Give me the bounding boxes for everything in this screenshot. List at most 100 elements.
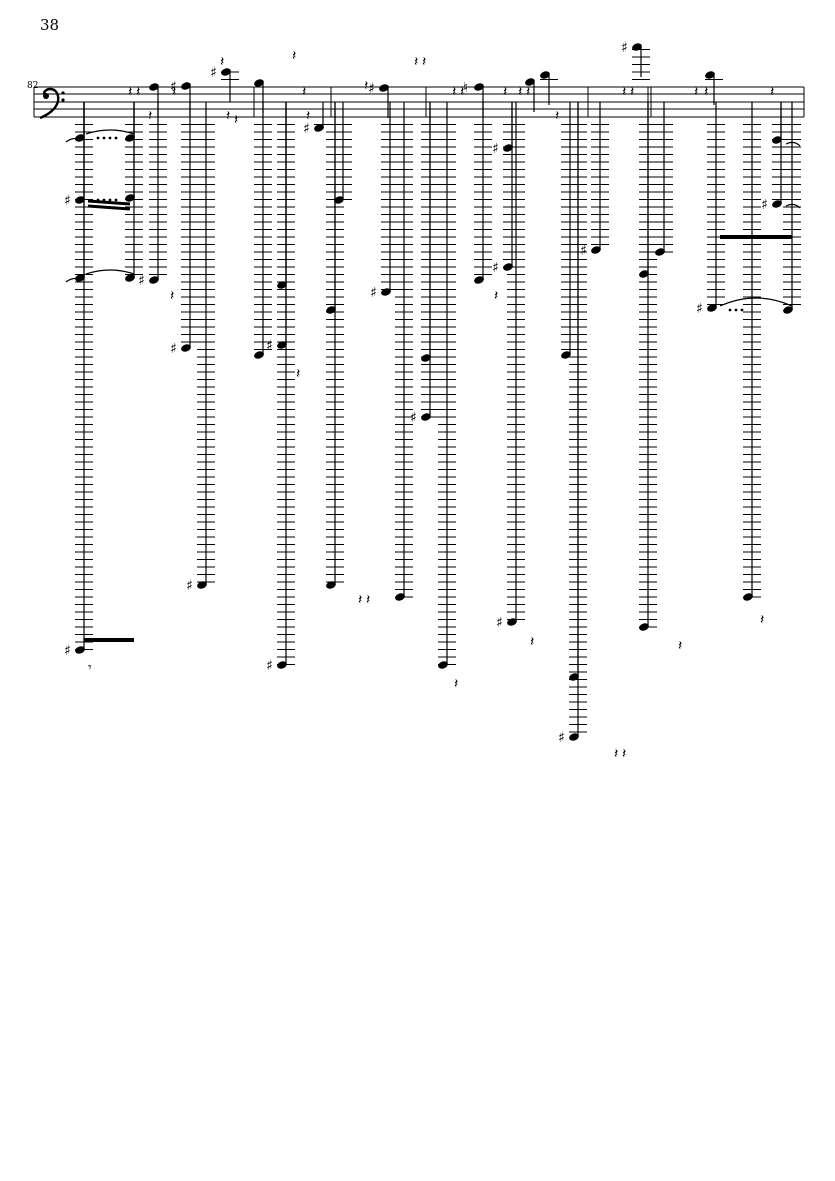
sharp-icon: ♯ xyxy=(170,79,177,95)
notehead xyxy=(381,288,391,296)
notehead xyxy=(277,281,287,289)
sharp-icon: ♯ xyxy=(496,615,503,631)
quarter-rest-icon: 𝄽 xyxy=(128,84,132,100)
notehead xyxy=(632,43,642,51)
note xyxy=(125,102,143,282)
note xyxy=(705,71,723,105)
quarter-rest-icon: 𝄽 xyxy=(770,84,774,100)
note xyxy=(561,102,579,359)
quarter-rest-icon: 𝄽 xyxy=(172,84,176,100)
quarter-rest-icon: 𝄽 xyxy=(555,108,559,124)
note: ♯ xyxy=(492,102,521,276)
bass-clef-icon xyxy=(39,87,65,120)
quarter-rest-icon: 𝄽 xyxy=(503,84,507,100)
note: ♯ xyxy=(210,65,239,102)
sharp-icon: ♯ xyxy=(303,121,310,137)
notehead xyxy=(254,351,264,359)
quarter-rest-icon: 𝄽 xyxy=(296,366,300,382)
quarter-rest-icon: 𝄽 xyxy=(460,84,464,100)
notehead xyxy=(705,71,715,79)
note xyxy=(540,71,558,105)
quarter-rest-icon: 𝄽 xyxy=(452,84,456,100)
notehead xyxy=(395,593,405,601)
notehead xyxy=(561,351,571,359)
note: ♮ xyxy=(463,80,484,117)
note xyxy=(639,102,657,631)
quarter-rest-icon: 𝄽 xyxy=(704,84,708,100)
note xyxy=(743,102,761,601)
note: ♯ xyxy=(368,81,389,118)
quarter-rest-icon: 𝄽 xyxy=(694,84,698,100)
note: ♯ xyxy=(580,102,609,259)
notehead xyxy=(591,246,601,254)
quarter-rest-icon: 𝄽 xyxy=(306,108,310,124)
page-number: 38 xyxy=(40,16,60,34)
note: ♯ xyxy=(492,102,521,157)
sharp-icon: ♯ xyxy=(492,141,499,157)
note xyxy=(474,102,492,284)
notehead xyxy=(507,618,517,626)
notehead xyxy=(639,623,649,631)
natural-icon: ♮ xyxy=(463,80,468,96)
quarter-rest-icon: 𝄽 xyxy=(622,84,626,100)
notehead xyxy=(474,83,484,91)
notehead xyxy=(569,673,579,681)
quarter-rest-icon: 𝄽 xyxy=(292,48,296,64)
sharp-icon: ♯ xyxy=(492,260,499,276)
note: ♯ xyxy=(266,102,295,674)
notehead xyxy=(254,79,264,87)
sharp-icon: ♯ xyxy=(64,193,71,209)
notehead xyxy=(197,581,207,589)
eighth-rest-icon: 𝄾 xyxy=(88,660,92,676)
note xyxy=(395,102,413,601)
quarter-rest-icon: 𝄽 xyxy=(170,288,174,304)
notehead xyxy=(75,646,85,654)
notehead xyxy=(772,200,782,208)
ties xyxy=(65,129,801,307)
quarter-rest-icon: 𝄽 xyxy=(364,78,368,94)
notehead xyxy=(421,354,431,362)
quarter-rest-icon: 𝄽 xyxy=(494,288,498,304)
sharp-icon: ♯ xyxy=(410,410,417,426)
notehead xyxy=(149,276,159,284)
notehead xyxy=(326,581,336,589)
notehead xyxy=(743,593,753,601)
note xyxy=(438,102,456,669)
quarter-rest-icon: 𝄽 xyxy=(148,108,152,124)
quarter-rest-icon: 𝄽 xyxy=(136,84,140,100)
sharp-icon: ♯ xyxy=(370,285,377,301)
note: ♯ xyxy=(410,102,439,426)
notehead xyxy=(149,83,159,91)
note: ♯ xyxy=(64,102,93,209)
note xyxy=(149,83,159,117)
quarter-rest-icon: 𝄽 xyxy=(630,84,634,100)
sharp-icon: ♯ xyxy=(266,338,273,354)
sharp-icon: ♯ xyxy=(558,730,565,746)
notehead xyxy=(221,68,231,76)
quarter-rest-icon: 𝄽 xyxy=(358,592,362,608)
note: ♯ xyxy=(170,79,191,116)
note: ♯ xyxy=(496,102,525,631)
quarter-rest-icon: 𝄽 xyxy=(414,54,418,70)
sharp-icon: ♯ xyxy=(170,341,177,357)
notes-layer: ♯♯♯♯♯♯♯♯♯♯♯♯♯♮♯♯♯♯♯♯♯♯ xyxy=(64,40,801,746)
sharp-icon: ♯ xyxy=(761,197,768,213)
quarter-rest-icon: 𝄽 xyxy=(518,84,522,100)
notehead xyxy=(503,144,513,152)
notehead xyxy=(75,274,85,282)
quarter-rest-icon: 𝄽 xyxy=(760,612,764,628)
note: ♯ xyxy=(370,102,399,301)
note: ♯ xyxy=(138,102,167,289)
note: ♯ xyxy=(64,102,93,659)
measure-number: 82 xyxy=(27,81,39,91)
sharp-icon: ♯ xyxy=(266,658,273,674)
note: ♯ xyxy=(170,102,199,357)
notehead xyxy=(783,306,793,314)
sharp-icon: ♯ xyxy=(368,81,375,97)
quarter-rest-icon: 𝄽 xyxy=(526,84,530,100)
rests-layer: 𝄽𝄽𝄽𝄽𝄽𝄽𝄽𝄽𝄽𝄽𝄽𝄽𝄽𝄽𝄽𝄽𝄽𝄽𝄽𝄽𝄽𝄽𝄽𝄽𝄽𝄽𝄽𝄽𝄽𝄽𝄽𝄽𝄽𝄽𝄽𝄾 xyxy=(88,48,774,762)
sharp-icon: ♯ xyxy=(580,243,587,259)
notehead xyxy=(707,304,717,312)
notehead xyxy=(181,82,191,90)
